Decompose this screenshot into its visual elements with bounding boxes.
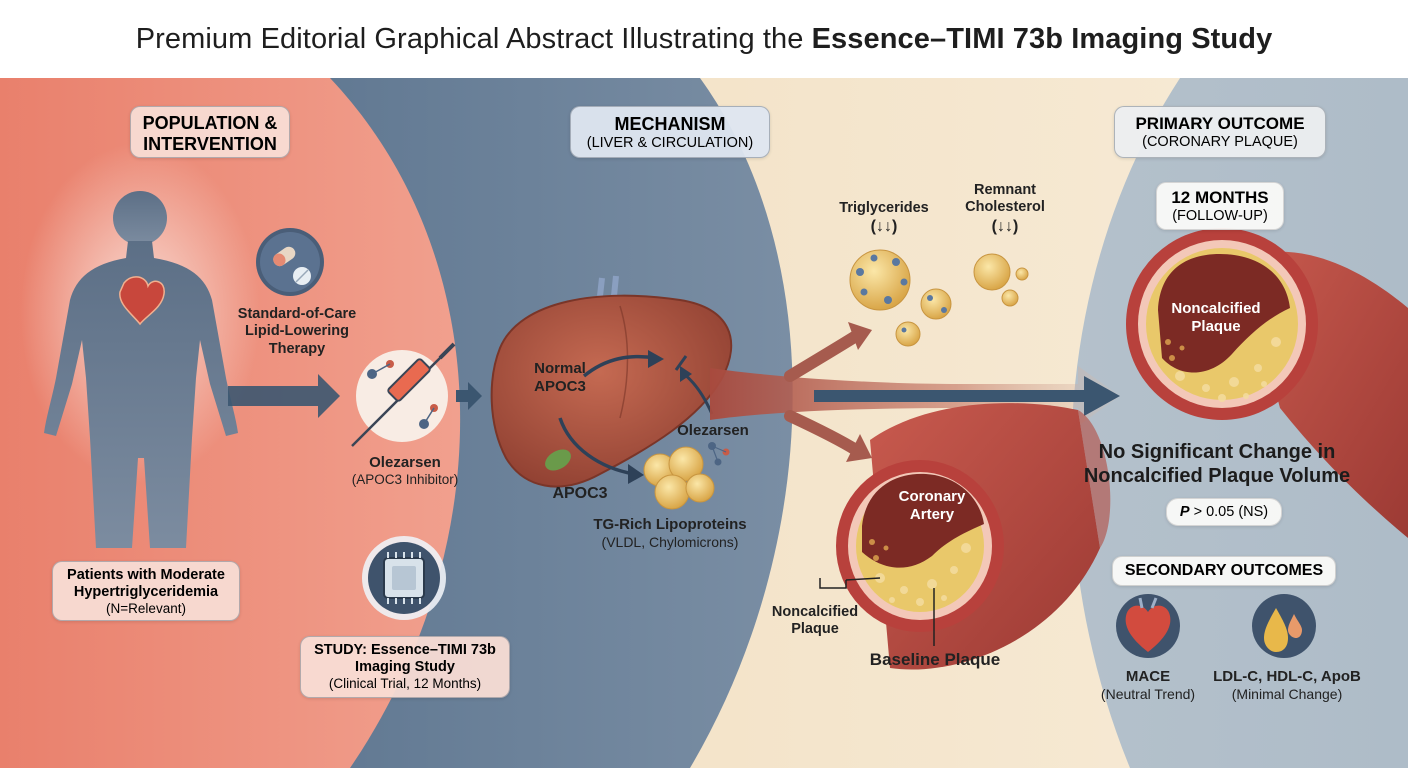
outcome-artery-illustration [1126,228,1408,538]
lipid-markers-label: LDL-C, HDL-C, ApoB (Minimal Change) [1213,668,1361,702]
standard-of-care-label: Standard-of-Care Lipid-Lowering Therapy [237,306,357,357]
normal-apoc3-label: Normal APOC3 [534,360,586,395]
outcome-plaque-label: Noncalcified Plaque [1171,300,1261,335]
followup-box: 12 MONTHS (FOLLOW-UP) [1156,182,1284,230]
primary-result-text: No Significant Change in Noncalcified Pl… [1083,441,1351,487]
syringe-molecule-icon [351,342,456,447]
patient-silhouette-icon [20,143,260,548]
primary-outcome-arrow [814,376,1120,416]
page-title: Premium Editorial Graphical Abstract Ill… [135,22,1273,55]
pill-capsule-icon [256,228,324,296]
noncalcified-plaque-label: Noncalcified Plaque [771,604,859,638]
olezarsen-mechanism-label: Olezarsen [677,422,749,439]
triglyceride-particles [849,249,952,347]
p-value-badge: P > 0.05 (NS) [1166,498,1282,526]
liver-icon [490,275,733,488]
heart-icon [1116,594,1180,658]
tg-rich-lipoproteins-label: TG-Rich Lipoproteins (VLDL, Chylomicrons… [593,516,747,550]
baseline-plaque-label: Baseline Plaque [869,650,1001,669]
baseline-artery-illustration [819,403,1111,670]
patients-box: Patients with Moderate Hypertriglyceride… [52,561,240,621]
coronary-artery-label: Coronary Artery [898,488,966,523]
mace-label: MACE (Neutral Trend) [1100,668,1196,702]
remnant-cholesterol-label: Remnant Cholesterol (↓↓) [965,182,1045,235]
mechanism-heading: MECHANISM (LIVER & CIRCULATION) [570,106,770,158]
intervention-arrow [228,374,340,418]
triglycerides-label: Triglycerides (↓↓) [839,200,929,236]
olezarsen-drug-label: Olezarsen (APOC3 Inhibitor) [351,454,459,487]
remnant-cholesterol-particles [973,253,1029,307]
apoc3-label: APOC3 [552,485,608,502]
population-heading: POPULATION & INTERVENTION [130,106,290,158]
secondary-outcomes-heading: SECONDARY OUTCOMES [1112,556,1336,586]
study-box: STUDY: Essence–TIMI 73b Imaging Study (C… [300,636,510,698]
title-bar: Premium Editorial Graphical Abstract Ill… [0,0,1408,78]
mechanism-arrow [456,382,482,410]
lipid-droplet-icon [1252,594,1316,658]
primary-outcome-heading: PRIMARY OUTCOME (CORONARY PLAQUE) [1114,106,1326,158]
abstract-canvas: POPULATION & INTERVENTION Standard-of-Ca… [0,78,1408,768]
tg-lipoprotein-particles [643,442,730,510]
study-chip-icon [362,536,446,620]
